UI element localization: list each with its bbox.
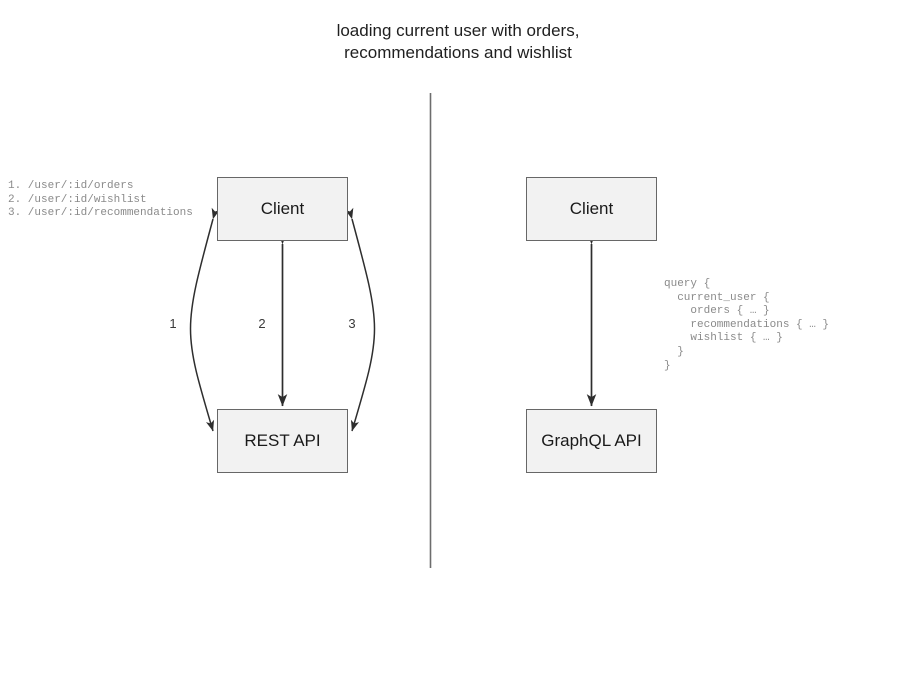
node-client-rest[interactable]: Client — [217, 177, 348, 241]
edge-3-curve — [345, 207, 376, 432]
edge-label-1: 1 — [169, 316, 177, 331]
node-client-graphql[interactable]: Client — [526, 177, 657, 241]
edge-label-3: 3 — [348, 316, 356, 331]
node-graphql-api[interactable]: GraphQL API — [526, 409, 657, 473]
graphql-query-code: query { current_user { orders { … } reco… — [664, 278, 830, 372]
node-rest-api[interactable]: REST API — [217, 409, 348, 473]
edge-1-curve — [189, 207, 220, 432]
edge-label-2: 2 — [258, 316, 266, 331]
diagram-title: loading current user with orders, recomm… — [336, 21, 580, 62]
rest-endpoints-code: 1. /user/:id/orders 2. /user/:id/wishlis… — [8, 180, 193, 220]
